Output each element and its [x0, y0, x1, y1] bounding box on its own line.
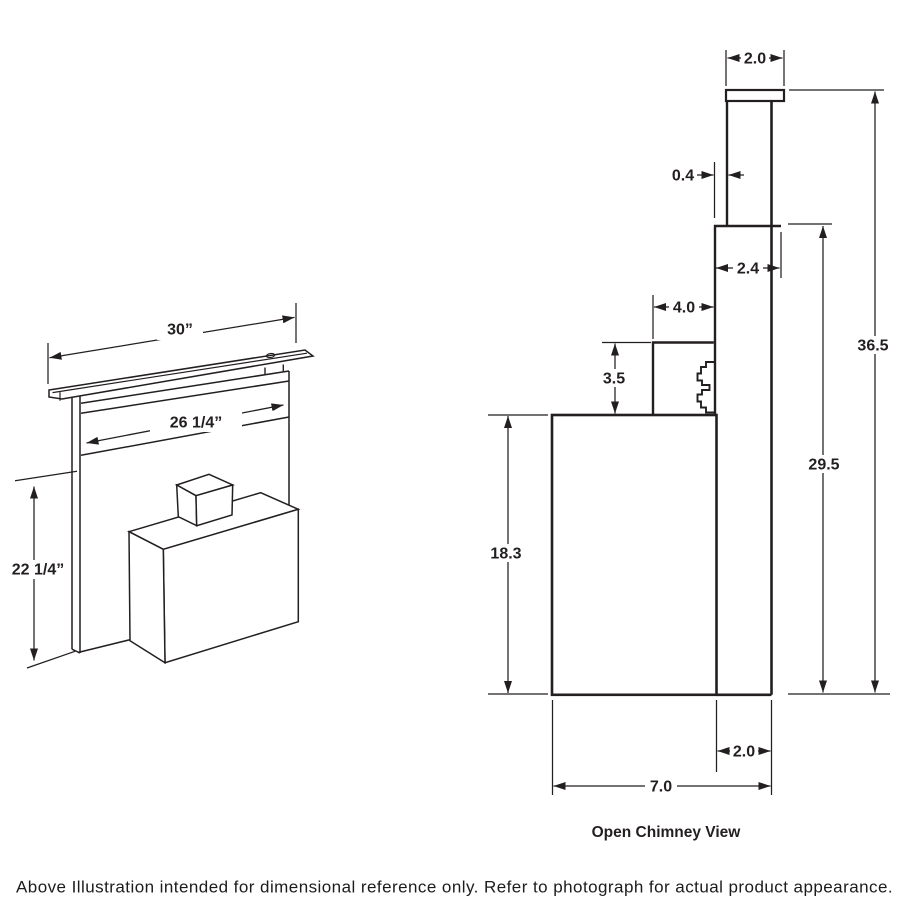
dimension-26-quarter-inch: 26 1/4” — [86, 403, 284, 445]
dimension-30-inch: 30” — [47, 303, 297, 384]
dim-label-wall-offset: 0.4 — [672, 168, 694, 185]
dim-label-duct-depth: 4.0 — [673, 300, 695, 317]
dim-label-overall-depth: 7.0 — [650, 779, 672, 796]
dim-label-overall-height: 36.5 — [857, 338, 888, 355]
dimension-duct-height: 3.5 — [599, 341, 651, 414]
dimension-body-height: 18.3 — [486, 414, 548, 695]
chimney-column — [713, 101, 781, 697]
chimney-pipe — [724, 88, 786, 226]
rear-duct-outline — [651, 341, 714, 414]
dimension-lower-chimney-depth: 2.0 — [715, 700, 773, 795]
dim-label-duct-height: 3.5 — [603, 371, 625, 388]
dim-label-upper-chimney-depth: 2.4 — [737, 261, 759, 278]
view-caption: Open Chimney View — [592, 824, 742, 841]
dimension-chimney-height: 29.5 — [788, 223, 845, 693]
dim-label-cap-width: 2.0 — [744, 51, 766, 68]
left-isometric-view: 30” 26 1/4” 22 1/4” — [9, 303, 315, 669]
panel-bottom-edge — [77, 638, 132, 654]
dimension-wall-offset: 0.4 — [672, 162, 744, 218]
vent-lid — [48, 349, 315, 401]
panel-trim-top-edge — [80, 370, 290, 405]
dimension-duct-depth: 4.0 — [652, 295, 714, 339]
dimension-22-quarter-inch: 22 1/4” — [9, 470, 78, 669]
vent-body-outline — [550, 413, 718, 697]
dimension-overall-depth: 7.0 — [551, 700, 771, 796]
duct-transition-box — [174, 473, 235, 527]
stepped-connector-detail — [696, 361, 715, 414]
dimension-cap-width: 2.0 — [725, 49, 785, 86]
dimension-overall-height: 36.5 — [788, 89, 894, 695]
right-section-view: 2.0 0.4 2.4 4.0 3.5 — [486, 49, 894, 841]
chimney-cap — [724, 88, 786, 103]
dim-label-body-height: 18.3 — [490, 546, 521, 563]
dimension-upper-chimney-depth: 2.4 — [716, 232, 782, 278]
dim-label-height: 22 1/4” — [12, 562, 64, 579]
dim-label-chimney-height: 29.5 — [808, 457, 839, 474]
footer-disclaimer: Above Illustration intended for dimensio… — [16, 878, 893, 897]
front-post — [71, 396, 81, 654]
dim-label-inner-width: 26 1/4” — [170, 415, 222, 432]
dim-label-lower-chimney-depth: 2.0 — [733, 744, 755, 761]
dim-label-top-width: 30” — [167, 322, 193, 339]
